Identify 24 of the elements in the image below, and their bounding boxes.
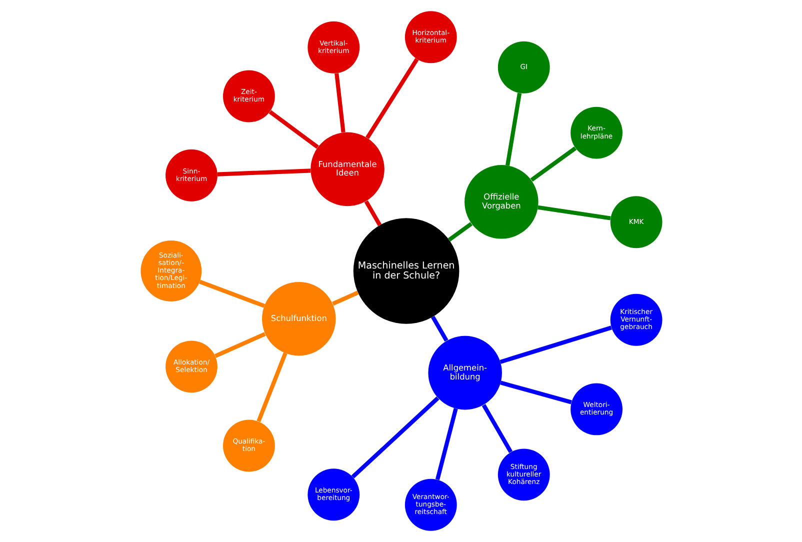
- connector: [481, 404, 512, 453]
- node-circle: Maschinelles Lernen in der Schule?: [352, 218, 459, 324]
- connector: [364, 200, 382, 226]
- connector: [500, 380, 572, 404]
- connector: [434, 408, 458, 480]
- connector: [504, 92, 522, 166]
- connector: [430, 316, 448, 342]
- node-circle: Offizielle Vorgaben: [464, 165, 538, 239]
- connector: [537, 205, 610, 220]
- connector: [216, 168, 310, 176]
- connector: [332, 290, 358, 306]
- connector: [256, 352, 287, 422]
- connector: [214, 332, 266, 358]
- connector: [530, 146, 576, 182]
- node-circle: Allgemein- bildung: [428, 336, 502, 410]
- connector: [365, 58, 418, 139]
- connector: [268, 110, 318, 149]
- node-circle: Schulfunktion: [262, 282, 336, 356]
- connector: [499, 326, 612, 364]
- connector: [334, 73, 345, 133]
- connector: [447, 222, 472, 242]
- node-circle: Fundamentale Ideen: [310, 132, 384, 206]
- connector: [350, 396, 439, 478]
- connector: [198, 280, 265, 308]
